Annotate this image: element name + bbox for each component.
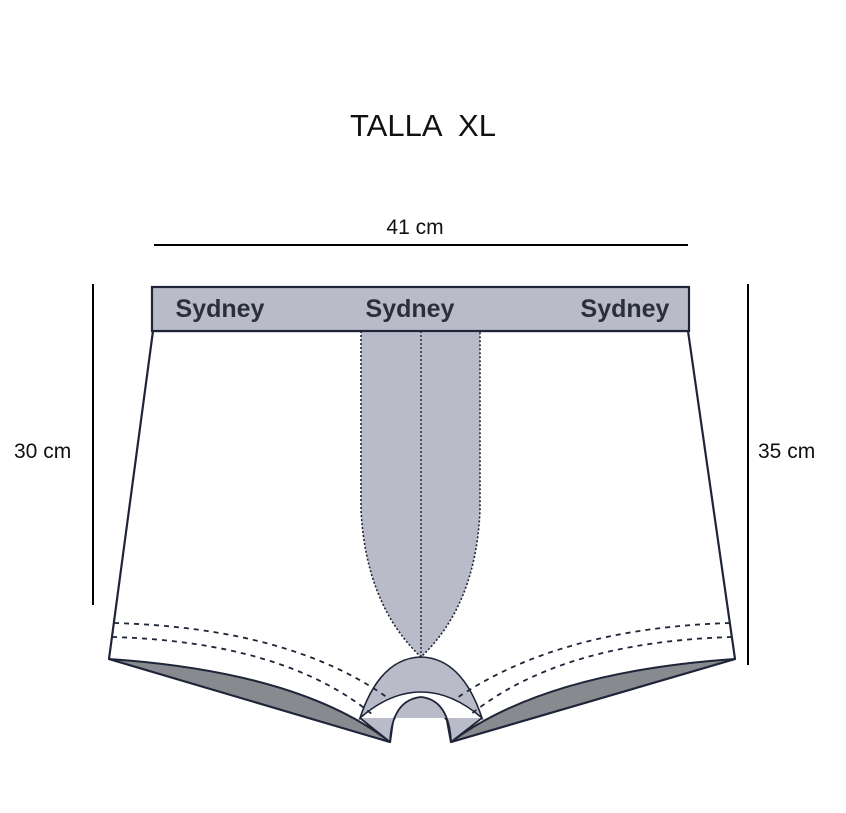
left-hem-stitch-lower <box>111 636 374 716</box>
left-hem-stitch-upper <box>113 622 389 699</box>
right-hem-stitch-upper <box>456 622 731 699</box>
width-measurement-label: 41 cm <box>386 216 444 239</box>
waistband-brand-label-center: Sydney <box>366 295 455 323</box>
crotch-gusset <box>358 656 484 721</box>
left-leg-opening <box>108 658 391 743</box>
side-height-measurement-label: 30 cm <box>14 440 72 463</box>
total-height-measurement-label: 35 cm <box>758 440 816 463</box>
waistband <box>150 285 691 333</box>
right-hem-stitch-lower <box>469 636 733 716</box>
waistband-brand-label-left: Sydney <box>176 295 265 323</box>
crotch-arch <box>359 696 483 743</box>
right-leg-opening <box>450 658 736 743</box>
size-title: TALLA XL <box>350 108 496 143</box>
waistband-brand-label-right: Sydney <box>581 295 670 323</box>
